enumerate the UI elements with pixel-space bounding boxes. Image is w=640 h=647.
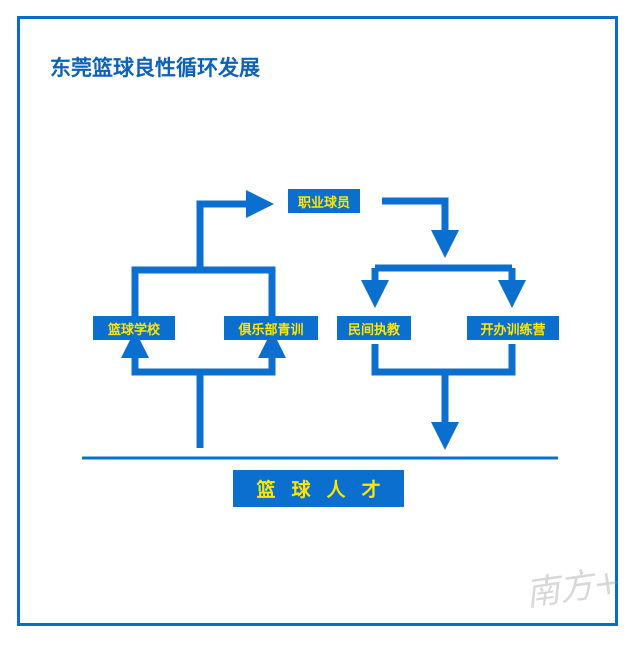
arrow-to-school [121,330,204,448]
node-basketball-school: 篮球学校 [93,316,175,340]
node-folk-coaching: 民间执教 [337,316,411,340]
node-basketball-talent: 篮球人才 [233,470,404,507]
connector-right-merge [371,344,516,376]
node-pro-player: 职业球员 [288,189,360,213]
connector-left-merge [131,266,276,318]
arrow-to-club [200,330,286,376]
arrow-top-to-right [382,197,459,258]
node-training-camp: 开办训练营 [467,316,559,340]
node-club-youth-training: 俱乐部青训 [224,316,318,340]
arrow-to-top-node [196,190,274,270]
diagram-title: 东莞篮球良性循环发展 [50,56,260,80]
